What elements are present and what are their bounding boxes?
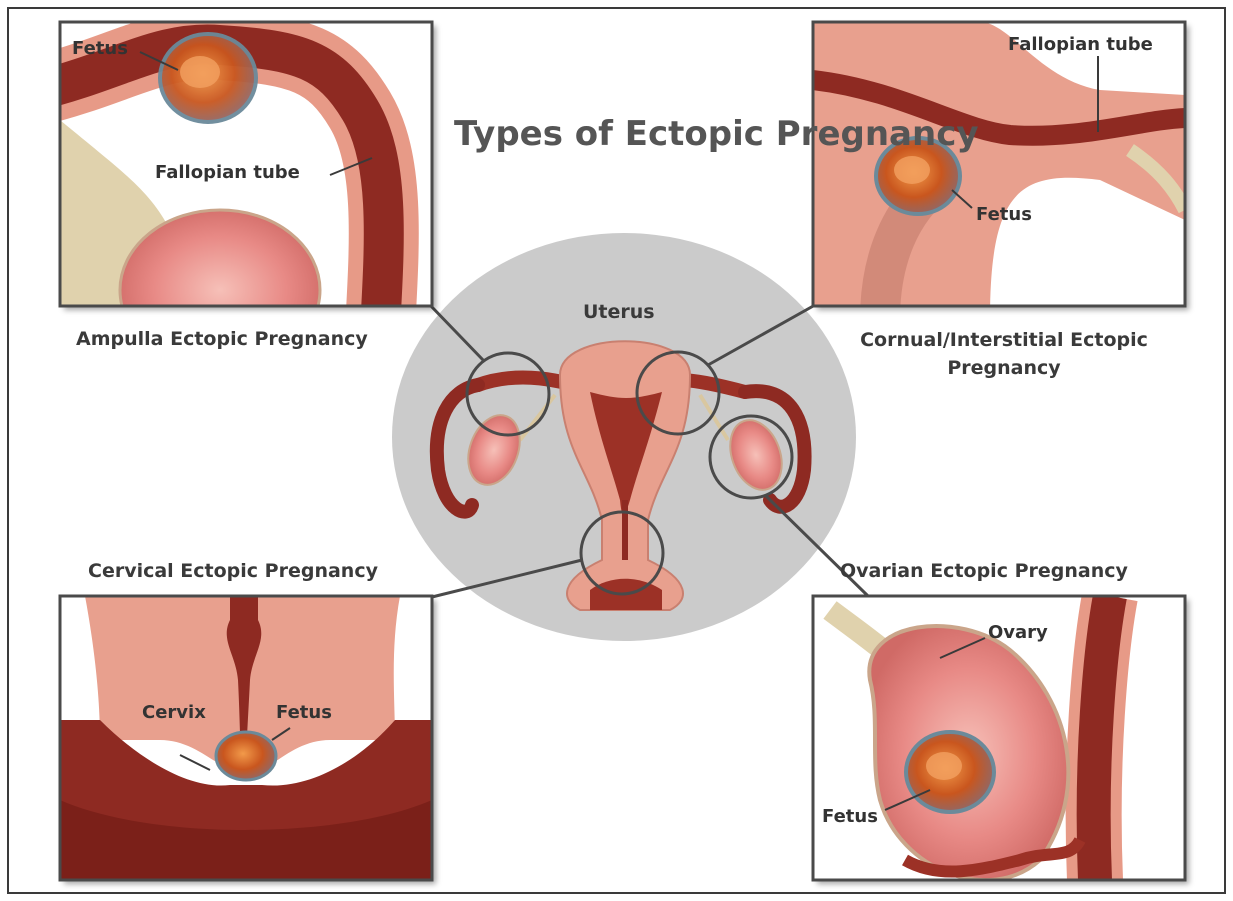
uterus-label: Uterus	[583, 301, 655, 323]
panel-cervical	[60, 596, 432, 880]
panel-ampulla	[40, 22, 432, 370]
uterus-diagram	[392, 233, 856, 641]
caption-cervical: Cervical Ectopic Pregnancy	[88, 560, 378, 582]
cornual-tube-label: Fallopian tube	[1008, 34, 1153, 55]
caption-ovarian: Ovarian Ectopic Pregnancy	[840, 560, 1128, 582]
cervical-cervix-label: Cervix	[142, 702, 206, 723]
ovarian-fetus-label: Fetus	[822, 806, 878, 827]
ampulla-fetus-label: Fetus	[72, 38, 128, 59]
ovarian-ovary-label: Ovary	[988, 622, 1048, 643]
panel-cornual	[813, 22, 1185, 320]
caption-ampulla: Ampulla Ectopic Pregnancy	[76, 328, 368, 350]
cervical-fetus-label: Fetus	[276, 702, 332, 723]
cornual-fetus-label: Fetus	[976, 204, 1032, 225]
ampulla-tube-label: Fallopian tube	[155, 162, 300, 183]
main-title: Types of Ectopic Pregnancy	[454, 112, 734, 156]
caption-cornual: Cornual/Interstitial Ectopic Pregnancy	[842, 326, 1166, 382]
